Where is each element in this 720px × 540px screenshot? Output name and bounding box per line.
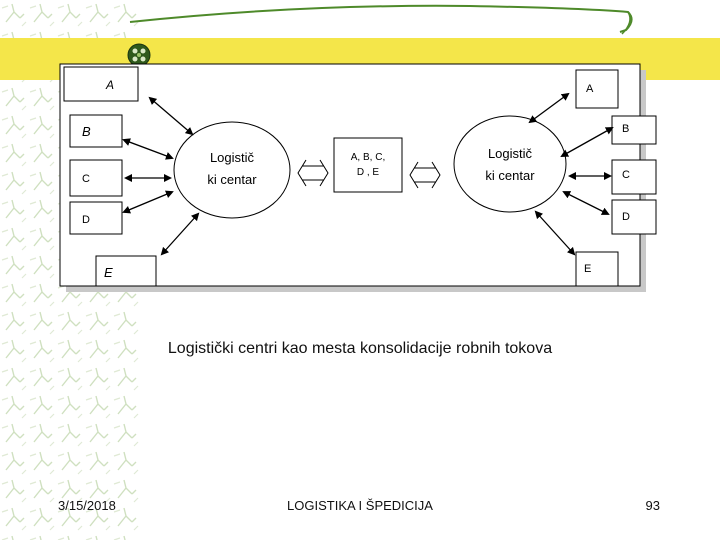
arrow-right-e bbox=[534, 210, 576, 256]
right-box-d-label: D bbox=[622, 211, 630, 223]
arrow-left-e bbox=[160, 212, 200, 256]
left-box-a-label: A bbox=[105, 78, 114, 92]
double-arrow-left bbox=[297, 159, 329, 187]
right-box-b: B bbox=[611, 115, 657, 145]
middle-consolidated-box bbox=[333, 137, 403, 193]
footer-title: LOGISTIKA I ŠPEDICIJA bbox=[287, 498, 433, 513]
left-box-c-label: C bbox=[82, 173, 90, 185]
arrow-left-b bbox=[122, 138, 174, 160]
right-center-label-line1: Logistič bbox=[488, 146, 533, 161]
right-box-a-label: A bbox=[586, 83, 594, 95]
left-box-e: E bbox=[95, 255, 157, 287]
right-box-c: C bbox=[611, 159, 657, 195]
right-box-e-label: E bbox=[584, 263, 591, 275]
left-box-d: D bbox=[69, 201, 123, 235]
right-logistics-center bbox=[453, 115, 567, 213]
left-box-c: C bbox=[69, 159, 123, 197]
left-center-label-line2: ki centar bbox=[207, 172, 257, 187]
left-box-a: A bbox=[63, 66, 139, 102]
left-box-b-label: B bbox=[82, 124, 91, 139]
right-box-e: E bbox=[575, 251, 619, 287]
right-box-d: D bbox=[611, 199, 657, 235]
emblem-icon bbox=[127, 43, 151, 67]
right-box-c-label: C bbox=[622, 169, 630, 181]
footer-page-number: 93 bbox=[645, 498, 660, 513]
left-logistics-center bbox=[173, 121, 291, 219]
header-curve bbox=[129, 4, 633, 35]
right-box-a: A bbox=[575, 69, 619, 109]
left-box-e-label: E bbox=[104, 265, 113, 280]
arrow-right-a bbox=[528, 92, 570, 124]
left-center-label-line1: Logistič bbox=[210, 150, 255, 165]
arrow-right-b bbox=[560, 127, 614, 157]
arrow-left-d bbox=[122, 190, 174, 214]
arrow-right-d bbox=[562, 191, 610, 215]
arrow-left-a bbox=[148, 96, 194, 136]
middle-box-label-line1: A, B, C, bbox=[351, 152, 385, 163]
middle-box-label-line2: D , E bbox=[357, 167, 380, 178]
right-box-b-label: B bbox=[622, 123, 629, 135]
right-center-label-line2: ki centar bbox=[485, 168, 535, 183]
footer-date: 3/15/2018 bbox=[58, 498, 116, 513]
double-arrow-right bbox=[409, 161, 441, 189]
slide-caption: Logistički centri kao mesta konsolidacij… bbox=[167, 340, 553, 357]
left-box-b: B bbox=[69, 114, 123, 148]
consolidation-diagram: A B C D E A B C D E Logistič ki centar bbox=[59, 63, 657, 292]
left-box-d-label: D bbox=[82, 214, 90, 226]
